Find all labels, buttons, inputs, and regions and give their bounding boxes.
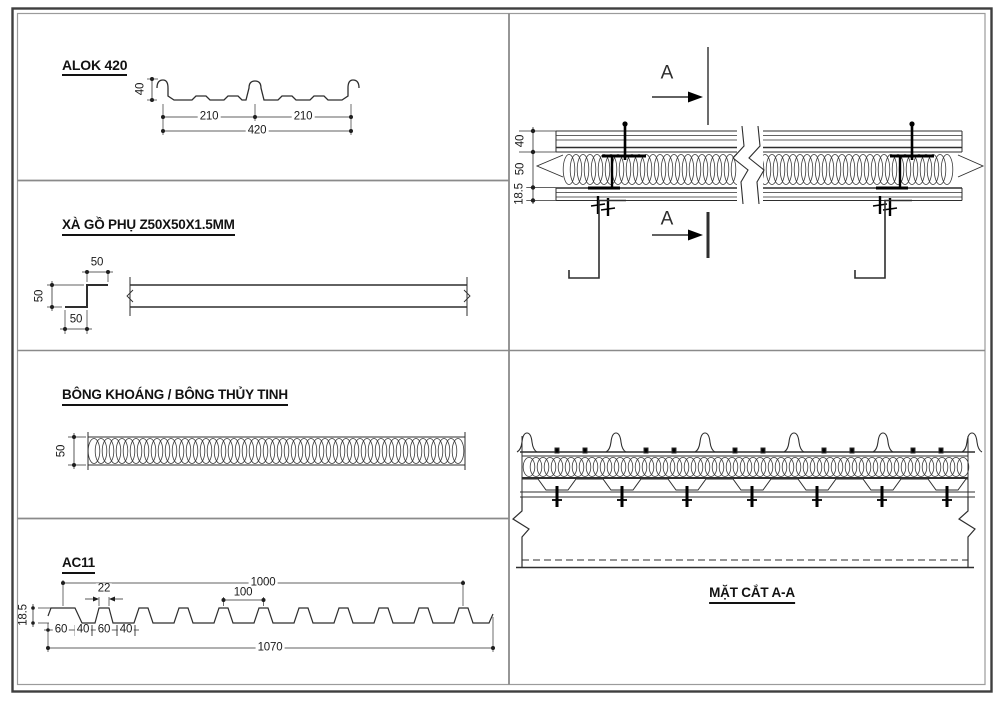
panel-title-alok420: ALOK 420 <box>62 58 128 76</box>
dim-label-ac11-cover-width: 1000 <box>248 576 278 589</box>
dim-label-detail-liner: 18.5 <box>513 181 526 207</box>
section-cut-marker-top <box>652 47 709 125</box>
insulation-edge-flap-left <box>535 154 564 178</box>
dim-label-ac11-seg60b: 60 <box>95 623 113 636</box>
roof-panel-ribs <box>516 432 983 453</box>
section-cut-marker-bottom <box>652 212 710 258</box>
dim-label-insulation-thickness: 50 <box>55 442 68 460</box>
fastener-bolts <box>552 486 952 507</box>
dim-label-ac11-height: 18.5 <box>17 602 30 628</box>
dim-label-purlin-top-flange: 50 <box>88 256 106 269</box>
panel-bong-khoang <box>68 432 466 470</box>
dim-label-alok-height: 40 <box>134 80 147 98</box>
section-mark-letter-bottom: A <box>660 208 674 230</box>
insulation-hatch <box>87 438 465 464</box>
dim-label-ac11-seg40b: 40 <box>117 623 135 636</box>
liner-sheet-wave <box>522 478 968 491</box>
alok420-profile <box>156 79 360 101</box>
ac11-profile <box>47 607 494 624</box>
panel-section-aa <box>512 432 983 569</box>
dim-label-alok-total: 420 <box>245 124 269 137</box>
panel-title-ac11: AC11 <box>62 556 95 574</box>
dim-label-detail-insulation: 50 <box>514 160 527 178</box>
dim-label-detail-roof-panel: 40 <box>514 132 527 150</box>
purlin-right <box>854 199 912 279</box>
border-frame <box>11 7 993 693</box>
purlin-left <box>568 199 626 279</box>
dim-label-purlin-web: 50 <box>33 287 46 305</box>
dim-label-alok-right-pitch: 210 <box>291 110 315 123</box>
clip-marks <box>554 447 944 454</box>
support-beam <box>512 497 976 569</box>
z-purlin-profile <box>65 284 108 308</box>
panel-section-detail <box>519 47 985 279</box>
dim-label-ac11-seg60a: 60 <box>52 623 70 636</box>
panel-title-xa-go-phu: XÀ GỒ PHỤ Z50X50X1.5MM <box>62 218 235 236</box>
insulation-edge-flap-right <box>957 154 985 178</box>
section-mark-letter-top: A <box>660 62 674 84</box>
panel-alok420 <box>147 77 360 135</box>
dim-label-alok-left-pitch: 210 <box>197 110 221 123</box>
fixing-clip-right <box>872 121 934 216</box>
insulation-hatch <box>522 457 970 477</box>
z-purlin-elevation <box>126 277 471 316</box>
dim-label-purlin-bottom-flange: 50 <box>67 313 85 326</box>
dim-label-ac11-seg40a: 40 <box>74 623 92 636</box>
panel-xa-go-phu <box>47 270 471 334</box>
panel-title-bong-khoang: BÔNG KHOÁNG / BÔNG THỦY TINH <box>62 388 288 406</box>
panel-title-section-aa: MẶT CẮT A-A <box>709 586 795 604</box>
dim-label-ac11-rib-top: 22 <box>95 582 113 595</box>
dim-label-ac11-overall: 1070 <box>255 641 285 654</box>
dim-label-ac11-pitch: 100 <box>231 586 255 599</box>
